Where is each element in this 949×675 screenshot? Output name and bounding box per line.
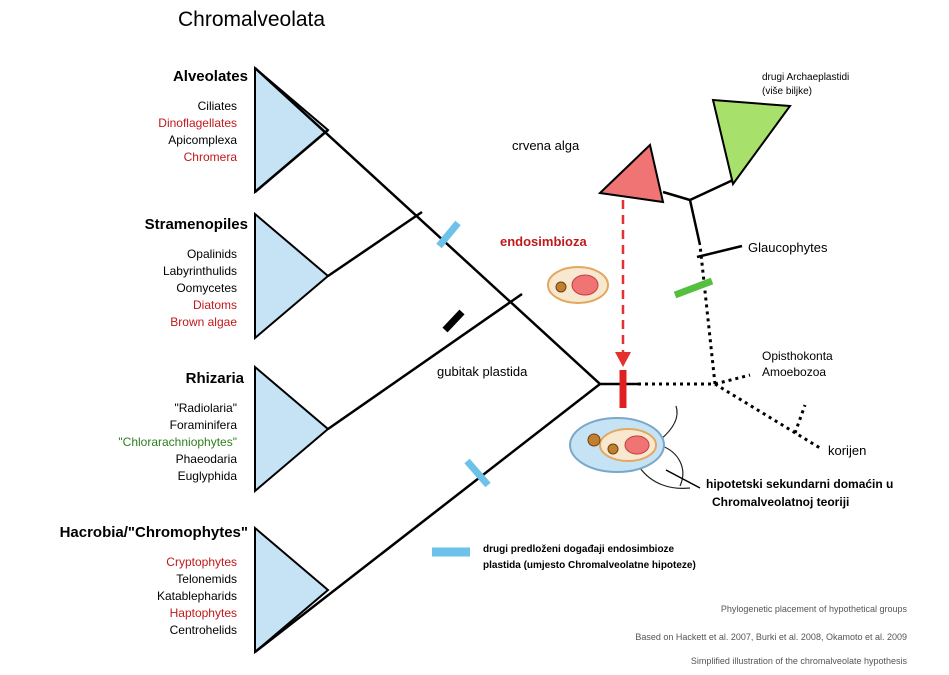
group-alveolates-header: Alveolates	[173, 68, 248, 85]
host-cell-icon	[570, 406, 690, 488]
plastid-loss-label: gubitak plastida	[437, 364, 527, 379]
group-alveolates-member: Ciliates	[198, 98, 237, 115]
group-hacrobia-member: Telonemids	[176, 571, 237, 588]
group-hacrobia-member: Haptophytes	[170, 605, 237, 622]
archaeplastida-branch	[663, 180, 742, 257]
group-stramenopiles-member: Diatoms	[193, 297, 237, 314]
endosymbiosis-arrowhead	[615, 352, 631, 367]
hacrobia-triangle	[255, 528, 328, 652]
group-rhizaria-member: Euglyphida	[178, 468, 237, 485]
group-stramenopiles-member: Oomycetes	[176, 280, 237, 297]
group-rhizaria-member: "Radiolaria"	[174, 400, 237, 417]
group-hacrobia-member: Centrohelids	[170, 622, 237, 639]
group-alveolates-member: Chromera	[184, 149, 237, 166]
hypothetical-host-label: hipotetski sekundarni domaćin u	[706, 477, 893, 491]
green-plants-triangle	[713, 100, 790, 184]
group-rhizaria-header: Rhizaria	[186, 370, 244, 387]
credit-line: Phylogenetic placement of hypothetical g…	[721, 604, 907, 614]
hypothetical-host-sublabel: Chromalveolatnoj teoriji	[712, 495, 849, 509]
red-alga-label: crvena alga	[512, 138, 579, 153]
group-hacrobia-header: Hacrobia/"Chromophytes"	[60, 524, 248, 541]
group-rhizaria-member: Phaeodaria	[176, 451, 237, 468]
credit-line: Simplified illustration of the chromalve…	[691, 656, 907, 666]
group-alveolates-member: Dinoflagellates	[158, 115, 237, 132]
credit-line: Based on Hackett et al. 2007, Burki et a…	[635, 632, 907, 642]
glaucophytes-label: Glaucophytes	[748, 240, 828, 255]
legend-sublabel: plastida (umjesto Chromalveolatne hipote…	[483, 560, 696, 571]
root-label: korijen	[828, 443, 866, 458]
dotted-connections	[638, 245, 820, 448]
diagram-title: Chromalveolata	[178, 8, 325, 32]
rhizaria-triangle	[255, 367, 328, 491]
amoebozoa-label: Amoebozoa	[762, 365, 826, 379]
group-hacrobia-member: Katablepharids	[157, 588, 237, 605]
group-rhizaria-member: Foraminifera	[170, 417, 237, 434]
group-stramenopiles-member: Labyrinthulids	[163, 263, 237, 280]
stramenopiles-triangle	[255, 214, 328, 338]
red-alga-triangle	[600, 145, 663, 202]
group-stramenopiles-member: Opalinids	[187, 246, 237, 263]
group-stramenopiles-header: Stramenopiles	[145, 216, 248, 233]
other-archaeplastida-sublabel: (više biljke)	[762, 86, 812, 98]
group-hacrobia-member: Cryptophytes	[166, 554, 237, 571]
group-stramenopiles-member: Brown algae	[170, 314, 237, 331]
alveolates-triangle	[255, 68, 328, 192]
legend-label: drugi predloženi događaji endosimbioze	[483, 544, 674, 555]
plastid-loss-marker	[445, 312, 462, 330]
opisthokonts-label: Opisthokonta	[762, 349, 833, 363]
other-archaeplastida-label: drugi Archaeplastidi	[762, 72, 849, 84]
group-rhizaria-member: "Chlorarachniophytes"	[118, 434, 237, 451]
endosymbiont-cell-icon	[548, 267, 608, 303]
endosymbiosis-marker-1	[439, 223, 458, 246]
endosymbiosis-label: endosimbioza	[500, 234, 587, 249]
group-alveolates-member: Apicomplexa	[168, 132, 237, 149]
